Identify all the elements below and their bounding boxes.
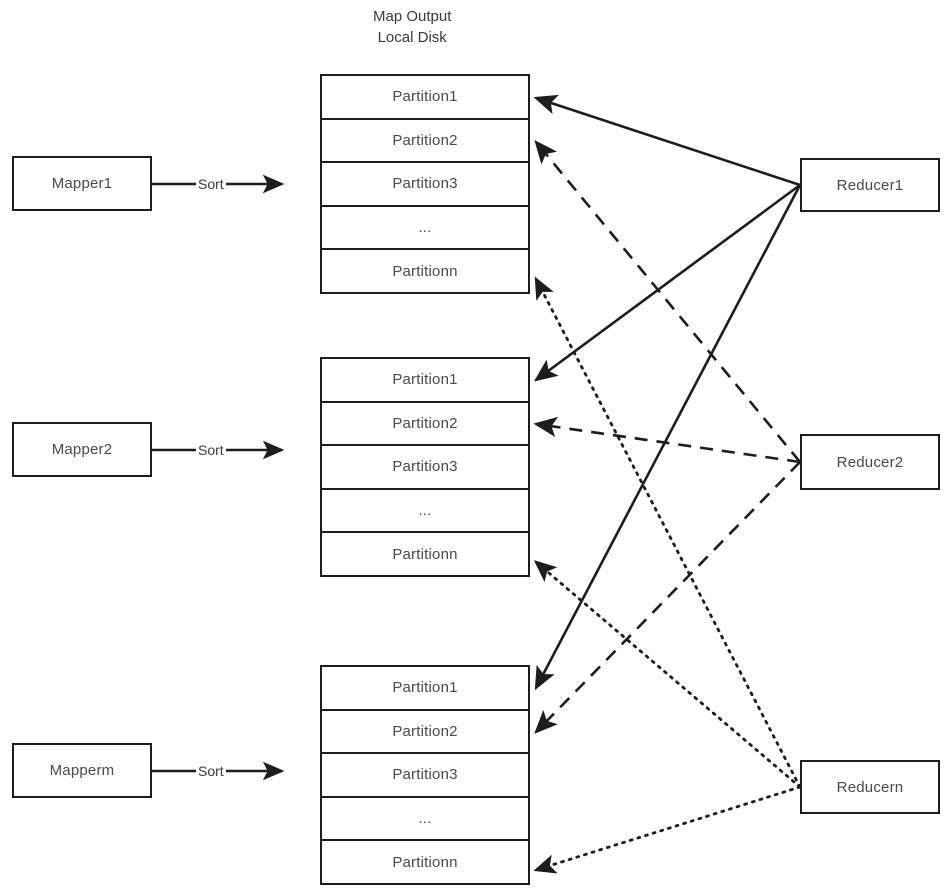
mapper-box[interactable]: Mapper1 xyxy=(12,156,152,211)
partition-row[interactable]: Partition2 xyxy=(322,119,528,164)
partition-row[interactable]: Partition1 xyxy=(322,76,528,120)
reducer-box[interactable]: Reducer2 xyxy=(800,434,940,490)
mapper-box[interactable]: Mapper2 xyxy=(12,422,152,477)
mapper-box[interactable]: Mapperm xyxy=(12,743,152,798)
shuffle-edge-group xyxy=(533,94,802,874)
shuffle-edge-solid xyxy=(533,94,801,187)
partition-row[interactable]: Partition2 xyxy=(322,710,528,755)
shuffle-edge-dotted xyxy=(534,276,802,789)
partition-row[interactable]: Partitionn xyxy=(322,533,528,575)
reducer-box[interactable]: Reducern xyxy=(800,760,940,814)
partition-row[interactable]: ... xyxy=(322,797,528,842)
partition-row[interactable]: Partition3 xyxy=(322,163,528,207)
partition-row[interactable]: ... xyxy=(322,489,528,534)
sort-arrow-group xyxy=(152,174,285,781)
sort-label: Sort xyxy=(196,442,226,458)
partition-row[interactable]: Partitionn xyxy=(322,841,528,883)
shuffle-edge-dotted xyxy=(533,785,802,874)
reducer-box[interactable]: Reducer1 xyxy=(800,158,940,212)
sort-label: Sort xyxy=(196,763,226,779)
partition-row[interactable]: Partition2 xyxy=(322,402,528,447)
shuffle-edge-dashed xyxy=(534,139,802,463)
partition-row[interactable]: Partition1 xyxy=(322,667,528,711)
map-output-caption: Map Output Local Disk xyxy=(373,8,452,46)
shuffle-edge-solid xyxy=(533,183,801,382)
partition-row[interactable]: Partitionn xyxy=(322,250,528,292)
shuffle-edge-dotted xyxy=(533,560,802,789)
shuffle-edge-dashed xyxy=(534,461,801,734)
partition-row[interactable]: Partition1 xyxy=(322,359,528,403)
partition-row[interactable]: ... xyxy=(322,206,528,251)
shuffle-edge-dashed xyxy=(533,416,801,464)
partition-row[interactable]: Partition3 xyxy=(322,446,528,490)
shuffle-edge-solid xyxy=(534,184,802,691)
sort-label: Sort xyxy=(196,176,226,192)
partition-row[interactable]: Partition3 xyxy=(322,754,528,798)
